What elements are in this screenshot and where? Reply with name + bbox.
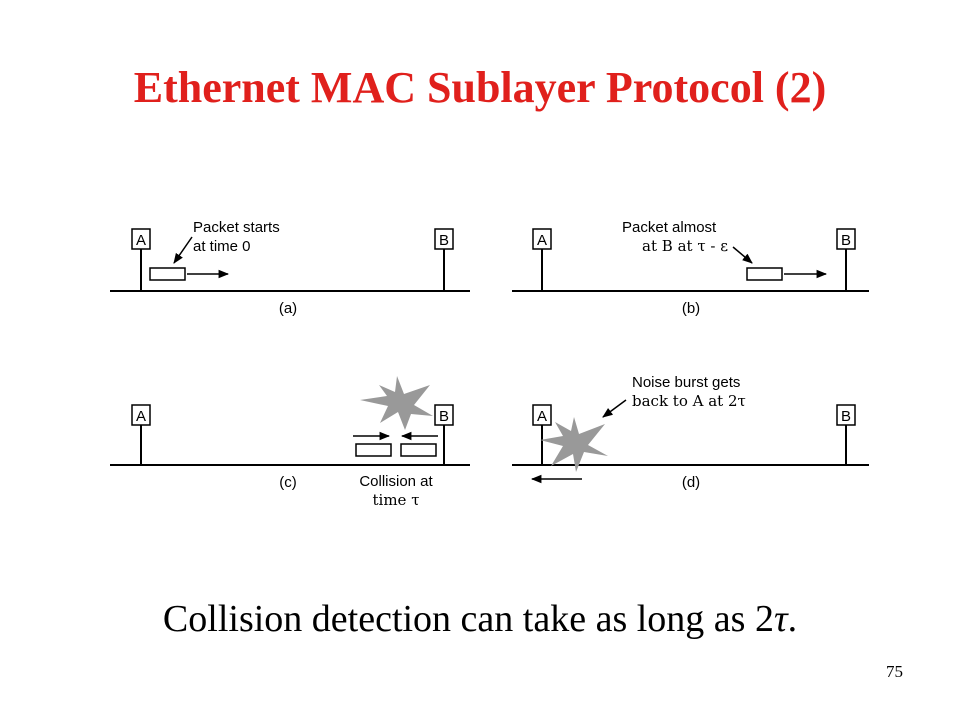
csma-cd-diagram: A B Packet starts at time 0 (a) A B Pack… bbox=[110, 219, 869, 509]
station-a-label: A bbox=[537, 408, 547, 425]
noise-burst-icon bbox=[540, 417, 608, 472]
panel-c: A B Collision at time τ (c) bbox=[110, 376, 470, 509]
station-a-box bbox=[131, 228, 151, 250]
page-number: 75 bbox=[886, 662, 903, 681]
packet-from-b bbox=[400, 443, 437, 457]
slide-title: Ethernet MAC Sublayer Protocol (2) bbox=[133, 63, 827, 112]
annotation-line-1: Packet almost bbox=[622, 219, 717, 236]
annotation-pointer-arrow bbox=[732, 246, 753, 264]
collision-burst-icon bbox=[360, 376, 433, 430]
station-b-box bbox=[836, 404, 856, 426]
annotation-line-2: at B at τ - ε bbox=[642, 237, 728, 255]
station-b-box bbox=[434, 404, 454, 426]
station-b-label: B bbox=[439, 408, 449, 425]
station-a-label: A bbox=[136, 232, 146, 249]
panel-label: (a) bbox=[279, 300, 297, 317]
annotation-line-2: at time 0 bbox=[193, 238, 251, 255]
station-b-label: B bbox=[439, 232, 449, 249]
station-b-box bbox=[434, 228, 454, 250]
annotation-line-2: back to A at 2τ bbox=[632, 392, 746, 410]
station-a-box bbox=[131, 404, 151, 426]
station-b-label: B bbox=[841, 408, 851, 425]
panel-label: (c) bbox=[279, 474, 297, 491]
annotation-line-1: Collision at bbox=[359, 473, 433, 490]
annotation-pointer-arrow bbox=[173, 236, 193, 264]
panel-d: A B Noise burst gets back to A at 2τ (d) bbox=[512, 374, 869, 491]
annotation-line-2: time τ bbox=[373, 491, 420, 509]
panel-label: (b) bbox=[682, 300, 700, 317]
slide-caption: Collision detection can take as long as … bbox=[0, 596, 960, 642]
caption-period: . bbox=[787, 598, 798, 640]
annotation-pointer-arrow bbox=[602, 399, 627, 418]
annotation-line-1: Noise burst gets bbox=[632, 374, 740, 391]
station-b-box bbox=[836, 228, 856, 250]
station-a-box bbox=[532, 228, 552, 250]
annotation-line-1: Packet starts bbox=[193, 219, 280, 236]
packet-from-a bbox=[355, 443, 392, 457]
packet bbox=[746, 267, 783, 281]
panel-a: A B Packet starts at time 0 (a) bbox=[110, 219, 470, 317]
station-a-box bbox=[532, 404, 552, 426]
panel-b: A B Packet almost at B at τ - ε (b) bbox=[512, 219, 869, 317]
panel-label: (d) bbox=[682, 474, 700, 491]
packet bbox=[149, 267, 186, 281]
caption-text: Collision detection can take as long as … bbox=[162, 598, 774, 640]
station-a-label: A bbox=[136, 408, 146, 425]
station-a-label: A bbox=[537, 232, 547, 249]
station-b-label: B bbox=[841, 232, 851, 249]
tau-symbol: τ bbox=[773, 598, 788, 640]
